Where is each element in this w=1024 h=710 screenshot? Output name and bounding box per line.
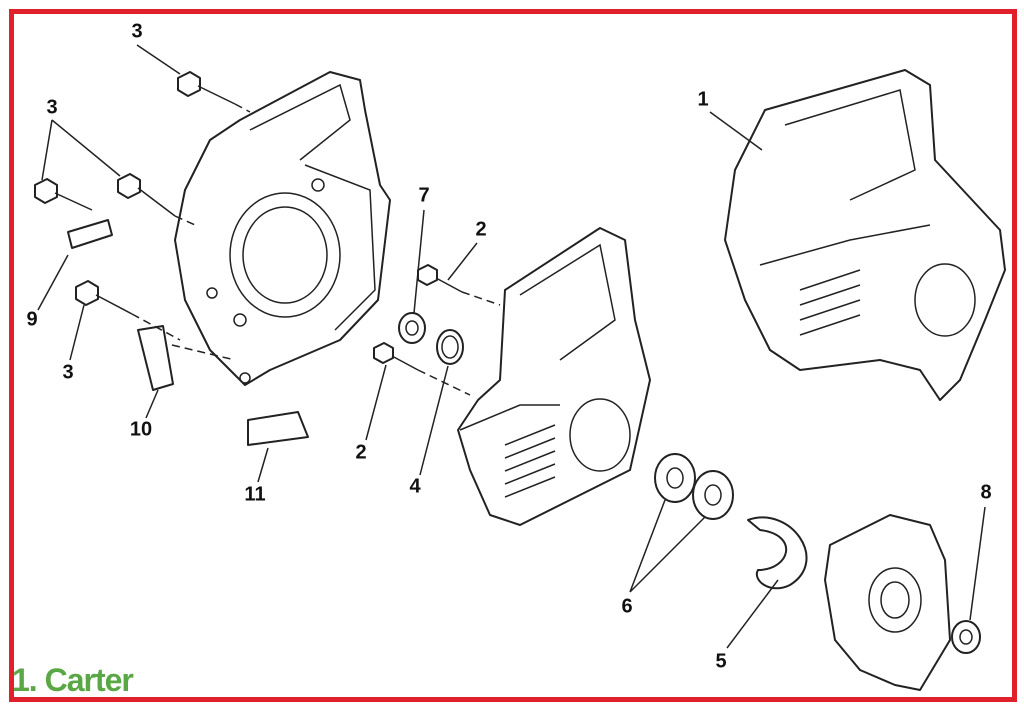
callout-2: 2 — [355, 441, 367, 464]
callout-3: 3 — [46, 96, 58, 119]
plate-9 — [67, 219, 113, 249]
seal-7 — [398, 312, 426, 344]
diagram-caption: 1. Carter — [12, 662, 134, 698]
callout-2: 2 — [475, 218, 487, 241]
callout-9: 9 — [26, 308, 38, 331]
bearing-6a — [654, 453, 696, 503]
crankcase-center — [457, 227, 651, 526]
callout-11: 11 — [244, 483, 266, 506]
callout-1: 1 — [697, 88, 709, 111]
callout-8: 8 — [980, 481, 992, 504]
callout-3: 3 — [131, 20, 143, 43]
callout-7: 7 — [418, 184, 430, 207]
crankcase-assembled — [724, 69, 1006, 401]
sticker-10 — [137, 325, 174, 391]
seal-4 — [436, 329, 464, 365]
diagram-frame — [9, 9, 1017, 702]
retaining-clip-5 — [747, 516, 808, 590]
callout-3: 3 — [62, 361, 74, 384]
nut-8 — [951, 620, 981, 654]
screws — [34, 71, 463, 371]
callout-5: 5 — [715, 650, 727, 673]
bearing-6b — [692, 470, 734, 520]
bearing-housing — [824, 514, 951, 691]
callout-10: 10 — [129, 418, 153, 441]
callout-4: 4 — [409, 475, 421, 498]
callout-6: 6 — [621, 595, 633, 618]
sticker-11 — [247, 411, 309, 446]
crankcase-cover — [174, 71, 391, 386]
